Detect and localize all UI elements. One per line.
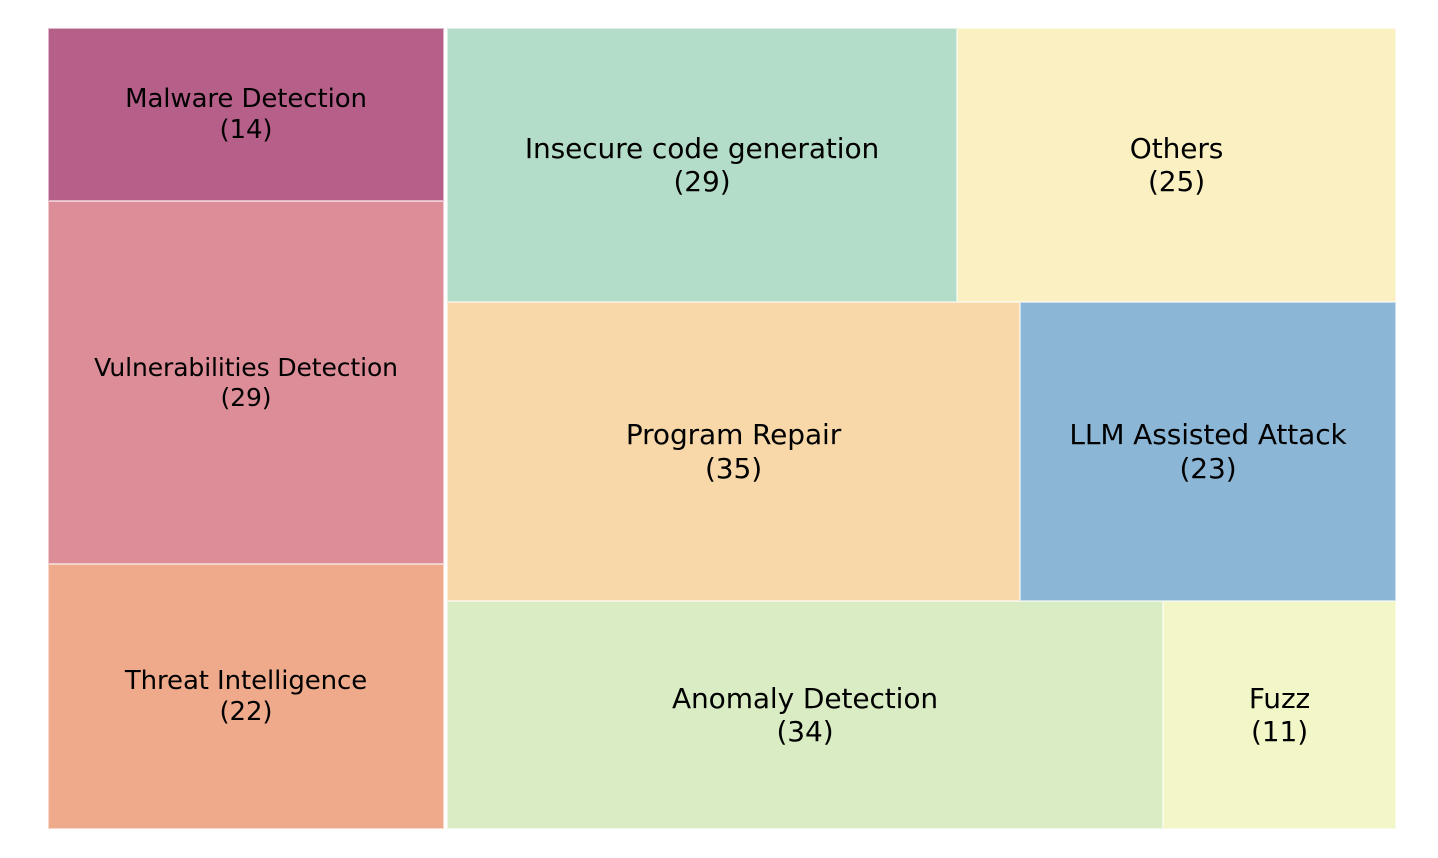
treemap-tile-value-anomaly-detection: (34) — [776, 715, 834, 748]
treemap-tile-malware-detection[interactable]: Malware Detection(14) — [48, 28, 444, 201]
treemap-tile-vulnerabilities-detection[interactable]: Vulnerabilities Detection(29) — [48, 201, 444, 564]
treemap-tile-anomaly-detection[interactable]: Anomaly Detection(34) — [447, 601, 1163, 829]
treemap-tile-name-threat-intelligence: Threat Intelligence — [124, 665, 368, 696]
treemap-tile-value-threat-intelligence: (22) — [219, 696, 273, 727]
treemap-tile-value-insecure-code-generation: (29) — [673, 165, 731, 198]
treemap-tile-label-anomaly-detection: Anomaly Detection(34) — [672, 682, 938, 748]
treemap-tile-label-vulnerabilities-detection: Vulnerabilities Detection(29) — [94, 353, 398, 412]
treemap-tile-value-llm-assisted-attack: (23) — [1179, 451, 1237, 485]
treemap-tile-name-program-repair: Program Repair — [625, 418, 842, 452]
treemap-tile-value-vulnerabilities-detection: (29) — [220, 382, 272, 412]
treemap-tile-label-threat-intelligence: Threat Intelligence(22) — [125, 666, 367, 727]
treemap-tile-name-anomaly-detection: Anomaly Detection — [671, 681, 939, 715]
treemap-tile-label-others: Others(25) — [1130, 132, 1224, 198]
treemap-tile-name-insecure-code-generation: Insecure code generation — [524, 131, 880, 165]
treemap-tile-value-others: (25) — [1147, 165, 1206, 198]
treemap-tile-label-program-repair: Program Repair(35) — [626, 418, 841, 484]
treemap-tile-label-malware-detection: Malware Detection(14) — [125, 84, 367, 145]
treemap-tile-value-malware-detection: (14) — [219, 114, 273, 145]
treemap-tile-program-repair[interactable]: Program Repair(35) — [447, 302, 1020, 601]
treemap-tile-others[interactable]: Others(25) — [957, 28, 1396, 302]
treemap-tile-name-malware-detection: Malware Detection — [125, 83, 367, 114]
treemap-tile-label-fuzz: Fuzz(11) — [1249, 682, 1310, 748]
treemap-plot-area: Malware Detection(14) Vulnerabilities Det… — [48, 28, 1396, 829]
treemap-tile-name-fuzz: Fuzz — [1248, 681, 1311, 715]
treemap-tile-name-llm-assisted-attack: LLM Assisted Attack — [1069, 418, 1347, 452]
treemap-tile-insecure-code-generation[interactable]: Insecure code generation(29) — [447, 28, 957, 302]
treemap-tile-label-insecure-code-generation: Insecure code generation(29) — [525, 132, 879, 198]
treemap-tile-value-fuzz: (11) — [1250, 715, 1309, 748]
treemap-tile-fuzz[interactable]: Fuzz(11) — [1163, 601, 1396, 829]
treemap-tile-llm-assisted-attack[interactable]: LLM Assisted Attack(23) — [1020, 302, 1396, 601]
treemap-tile-name-others: Others — [1129, 131, 1224, 165]
treemap-tile-threat-intelligence[interactable]: Threat Intelligence(22) — [48, 564, 444, 829]
treemap-tile-label-llm-assisted-attack: LLM Assisted Attack(23) — [1069, 418, 1346, 484]
treemap-tile-value-program-repair: (35) — [704, 451, 763, 485]
treemap-tile-name-vulnerabilities-detection: Vulnerabilities Detection — [94, 353, 398, 382]
